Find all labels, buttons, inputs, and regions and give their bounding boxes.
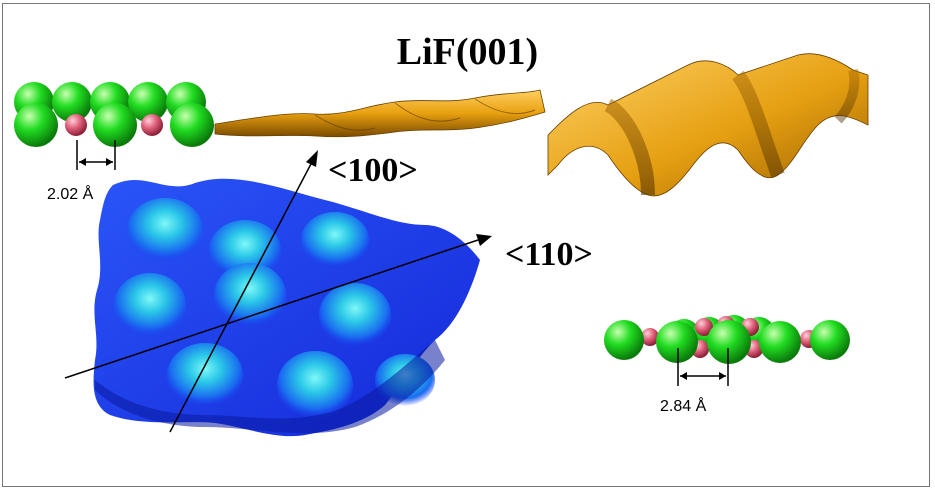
corrugation-profile-110 [547,53,869,197]
direction-label-110: <110> [505,236,593,273]
direction-label-100: <100> [328,152,418,189]
atom-cluster-110 [604,315,850,364]
figure-title: LiF(001) [396,31,539,73]
spacing-label-110: 2.84 Å [660,398,707,415]
axis-100 [169,150,318,433]
fluorine-atoms-front [604,320,850,364]
fluorine-atoms-front-row [14,103,214,147]
potential-energy-surface [93,178,481,437]
atom-cluster-100 [14,82,214,147]
figure-frame [2,3,930,487]
spacing-bracket-110 [677,348,729,386]
axis-110 [64,234,492,379]
lithium-atoms [65,114,163,136]
corrugation-profile-100 [214,89,546,138]
spacing-label-100: 2.02 Å [47,186,94,203]
surface-peaks [114,198,435,419]
spacing-bracket-100 [76,140,116,170]
